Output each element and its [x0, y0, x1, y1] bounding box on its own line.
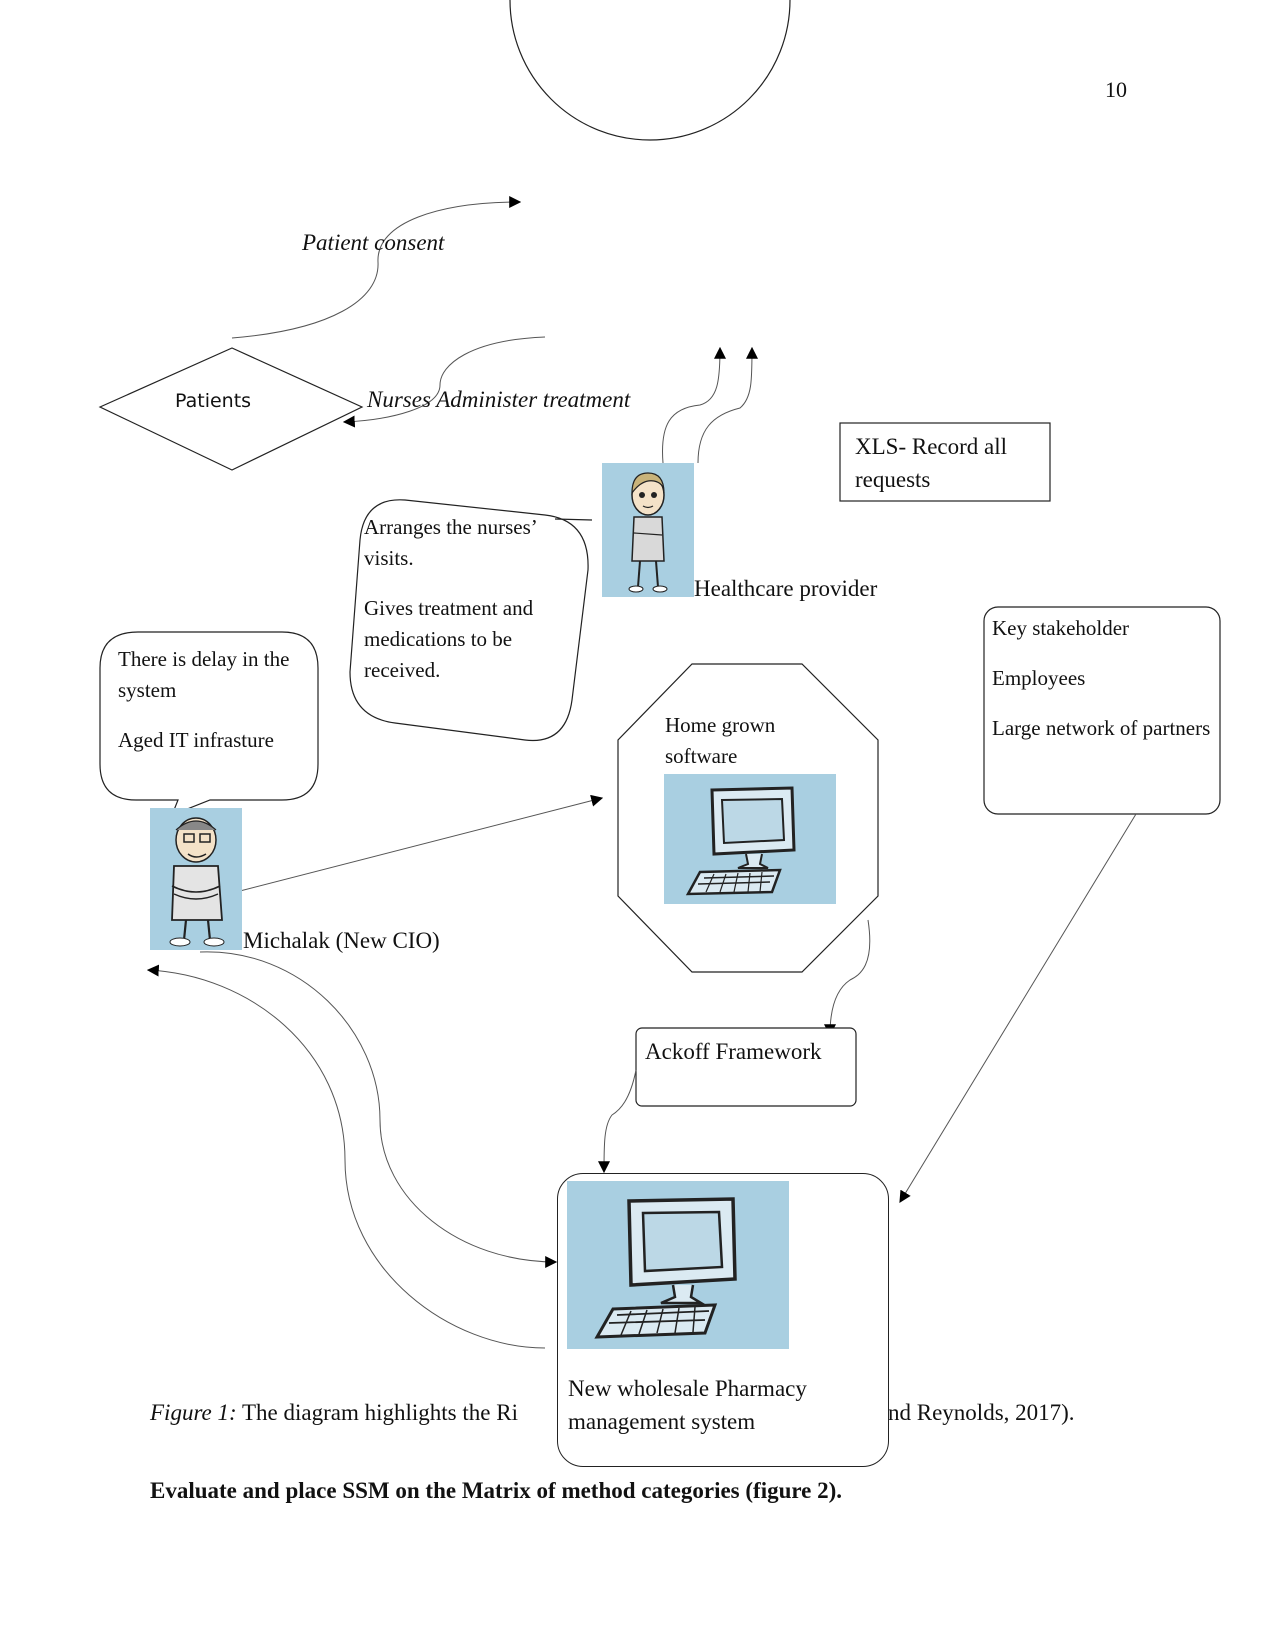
cio-to-software-arrow [235, 794, 604, 893]
patient-consent-arrow [231, 196, 522, 339]
nurse-figure-icon [628, 472, 668, 593]
stakeholder-box-text: Key stakeholder Employees Large network … [992, 613, 1212, 744]
nurses-treatment-arrow [342, 336, 546, 428]
stakeholder-item-2: Employees [992, 666, 1086, 690]
figure-caption-text-left: The diagram highlights the Ri [242, 1400, 518, 1425]
top-circle [509, 0, 791, 141]
arrange-bubble-shape [349, 499, 589, 742]
computer-icon [594, 1197, 737, 1339]
new-system-computer-image [567, 1181, 789, 1349]
home-grown-computer-image [664, 774, 836, 904]
cio-label: Michalak (New CIO) [243, 928, 440, 953]
cio-image [150, 808, 242, 950]
page-number: 10 [1105, 77, 1127, 102]
patients-diamond [98, 347, 364, 471]
delay-bubble-text: There is delay in the system Aged IT inf… [118, 644, 308, 756]
man-figure-icon [169, 817, 225, 947]
figure-caption-prefix: Figure 1: [150, 1400, 237, 1425]
stakeholder-item-3: Large network of partners [992, 716, 1211, 740]
cio-to-system-loop [199, 951, 558, 1268]
arrange-line-2: Gives treatment and medications to be re… [364, 596, 534, 682]
arrange-bubble-text: Arranges the nurses’ visits. Gives treat… [364, 512, 564, 686]
nurses-treatment-label: Nurses Administer treatment [367, 387, 631, 412]
figure-caption-right: nd Reynolds, 2017). [888, 1400, 1075, 1425]
xls-box-text: XLS- Record all requests [855, 434, 1008, 492]
ackoff-box-shape [635, 1027, 857, 1107]
xls-box-shape [839, 422, 1051, 502]
stakeholder-item-1: Key stakeholder [992, 616, 1130, 640]
ackoff-to-system-arrow [598, 1069, 637, 1174]
section-heading: Evaluate and place SSM on the Matrix of … [150, 1478, 843, 1503]
ackoff-label: Ackoff Framework [645, 1039, 822, 1064]
new-system-box: New wholesale Pharmacy management system [557, 1173, 889, 1467]
arrange-bubble-tail [554, 518, 593, 521]
stakeholder-to-system-arrow [899, 813, 1137, 1204]
new-system-label: New wholesale Pharmacy management system [568, 1376, 807, 1434]
healthcare-provider-label: Healthcare provider [694, 576, 878, 601]
patient-consent-label: Patient consent [302, 230, 445, 255]
software-to-ackoff-arrow [824, 919, 871, 1037]
patients-label: Patients [175, 390, 252, 412]
delay-line-2: Aged IT infrasture [118, 728, 274, 752]
healthcare-provider-image [602, 463, 694, 597]
system-to-cio-loop [146, 964, 546, 1349]
arrange-line-1: Arranges the nurses’ visits. [364, 515, 537, 570]
figure-caption-left: Figure 1: The diagram highlights the Ri [150, 1397, 518, 1428]
provider-up-arrow-2 [697, 346, 758, 464]
home-grown-label: Home grown software [665, 713, 776, 768]
stakeholder-box-shape [983, 606, 1221, 815]
delay-bubble-shape [99, 631, 319, 817]
delay-line-1: There is delay in the system [118, 647, 290, 702]
provider-up-arrow-1 [661, 346, 726, 464]
computer-icon [685, 786, 796, 896]
